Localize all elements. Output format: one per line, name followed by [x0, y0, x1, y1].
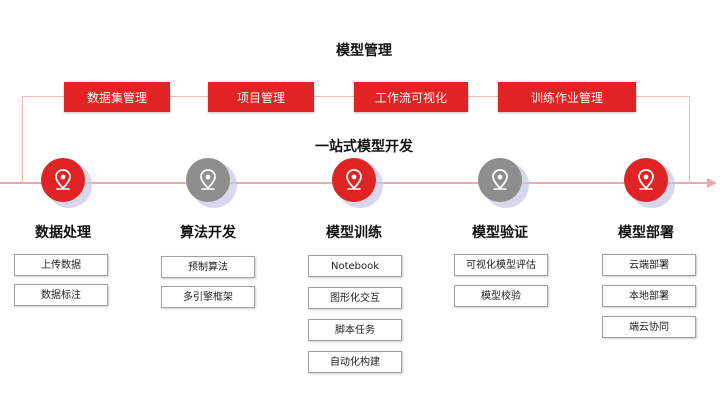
- stage-node-data-processing[interactable]: [41, 158, 92, 208]
- stage-item-preset-algorithm[interactable]: 预制算法: [161, 256, 255, 278]
- stage-node-algorithm-dev[interactable]: [186, 158, 237, 208]
- location-pin-icon: [55, 169, 71, 190]
- stage-label-model-validation: 模型验证: [472, 225, 528, 241]
- location-pin-icon: [492, 169, 508, 190]
- stage-item-multi-engine-framework[interactable]: 多引擎框架: [161, 286, 255, 308]
- stage-item-upload-data[interactable]: 上传数据: [14, 254, 108, 276]
- stage-node-model-deployment[interactable]: [624, 158, 675, 208]
- node-circle: [478, 158, 522, 202]
- node-circle: [41, 158, 85, 202]
- stage-item-graphical-interaction[interactable]: 图形化交互: [308, 287, 402, 309]
- page-title: 模型管理: [336, 43, 392, 59]
- management-box-dataset[interactable]: 数据集管理: [64, 82, 170, 112]
- management-box-workflow[interactable]: 工作流可视化: [354, 82, 468, 112]
- stage-item-edge-cloud-collab[interactable]: 端云协同: [602, 316, 696, 338]
- stage-node-model-training[interactable]: [332, 158, 383, 208]
- stage-item-auto-build[interactable]: 自动化构建: [308, 351, 402, 373]
- stage-item-visual-model-evaluation[interactable]: 可视化模型评估: [454, 254, 548, 276]
- stage-item-notebook[interactable]: Notebook: [308, 255, 402, 277]
- stage-item-model-verification[interactable]: 模型校验: [454, 285, 548, 307]
- stage-item-script-task[interactable]: 脚本任务: [308, 319, 402, 341]
- node-circle: [186, 158, 230, 202]
- stage-label-model-training: 模型训练: [326, 225, 382, 241]
- stage-label-data-processing: 数据处理: [35, 225, 91, 241]
- management-box-project[interactable]: 项目管理: [208, 82, 314, 112]
- location-pin-icon: [638, 169, 654, 190]
- stage-item-data-annotation[interactable]: 数据标注: [14, 284, 108, 306]
- timeline-arrow-icon: [707, 178, 717, 188]
- management-box-training-jobs[interactable]: 训练作业管理: [498, 82, 636, 112]
- node-circle: [624, 158, 668, 202]
- stage-item-local-deployment[interactable]: 本地部署: [602, 285, 696, 307]
- pipeline-title: 一站式模型开发: [315, 139, 413, 155]
- stage-label-algorithm-dev: 算法开发: [180, 225, 236, 241]
- stage-label-model-deployment: 模型部署: [618, 225, 674, 241]
- location-pin-icon: [200, 169, 216, 190]
- stage-node-model-validation[interactable]: [478, 158, 529, 208]
- stage-item-cloud-deployment[interactable]: 云端部署: [602, 254, 696, 276]
- node-circle: [332, 158, 376, 202]
- location-pin-icon: [346, 169, 362, 190]
